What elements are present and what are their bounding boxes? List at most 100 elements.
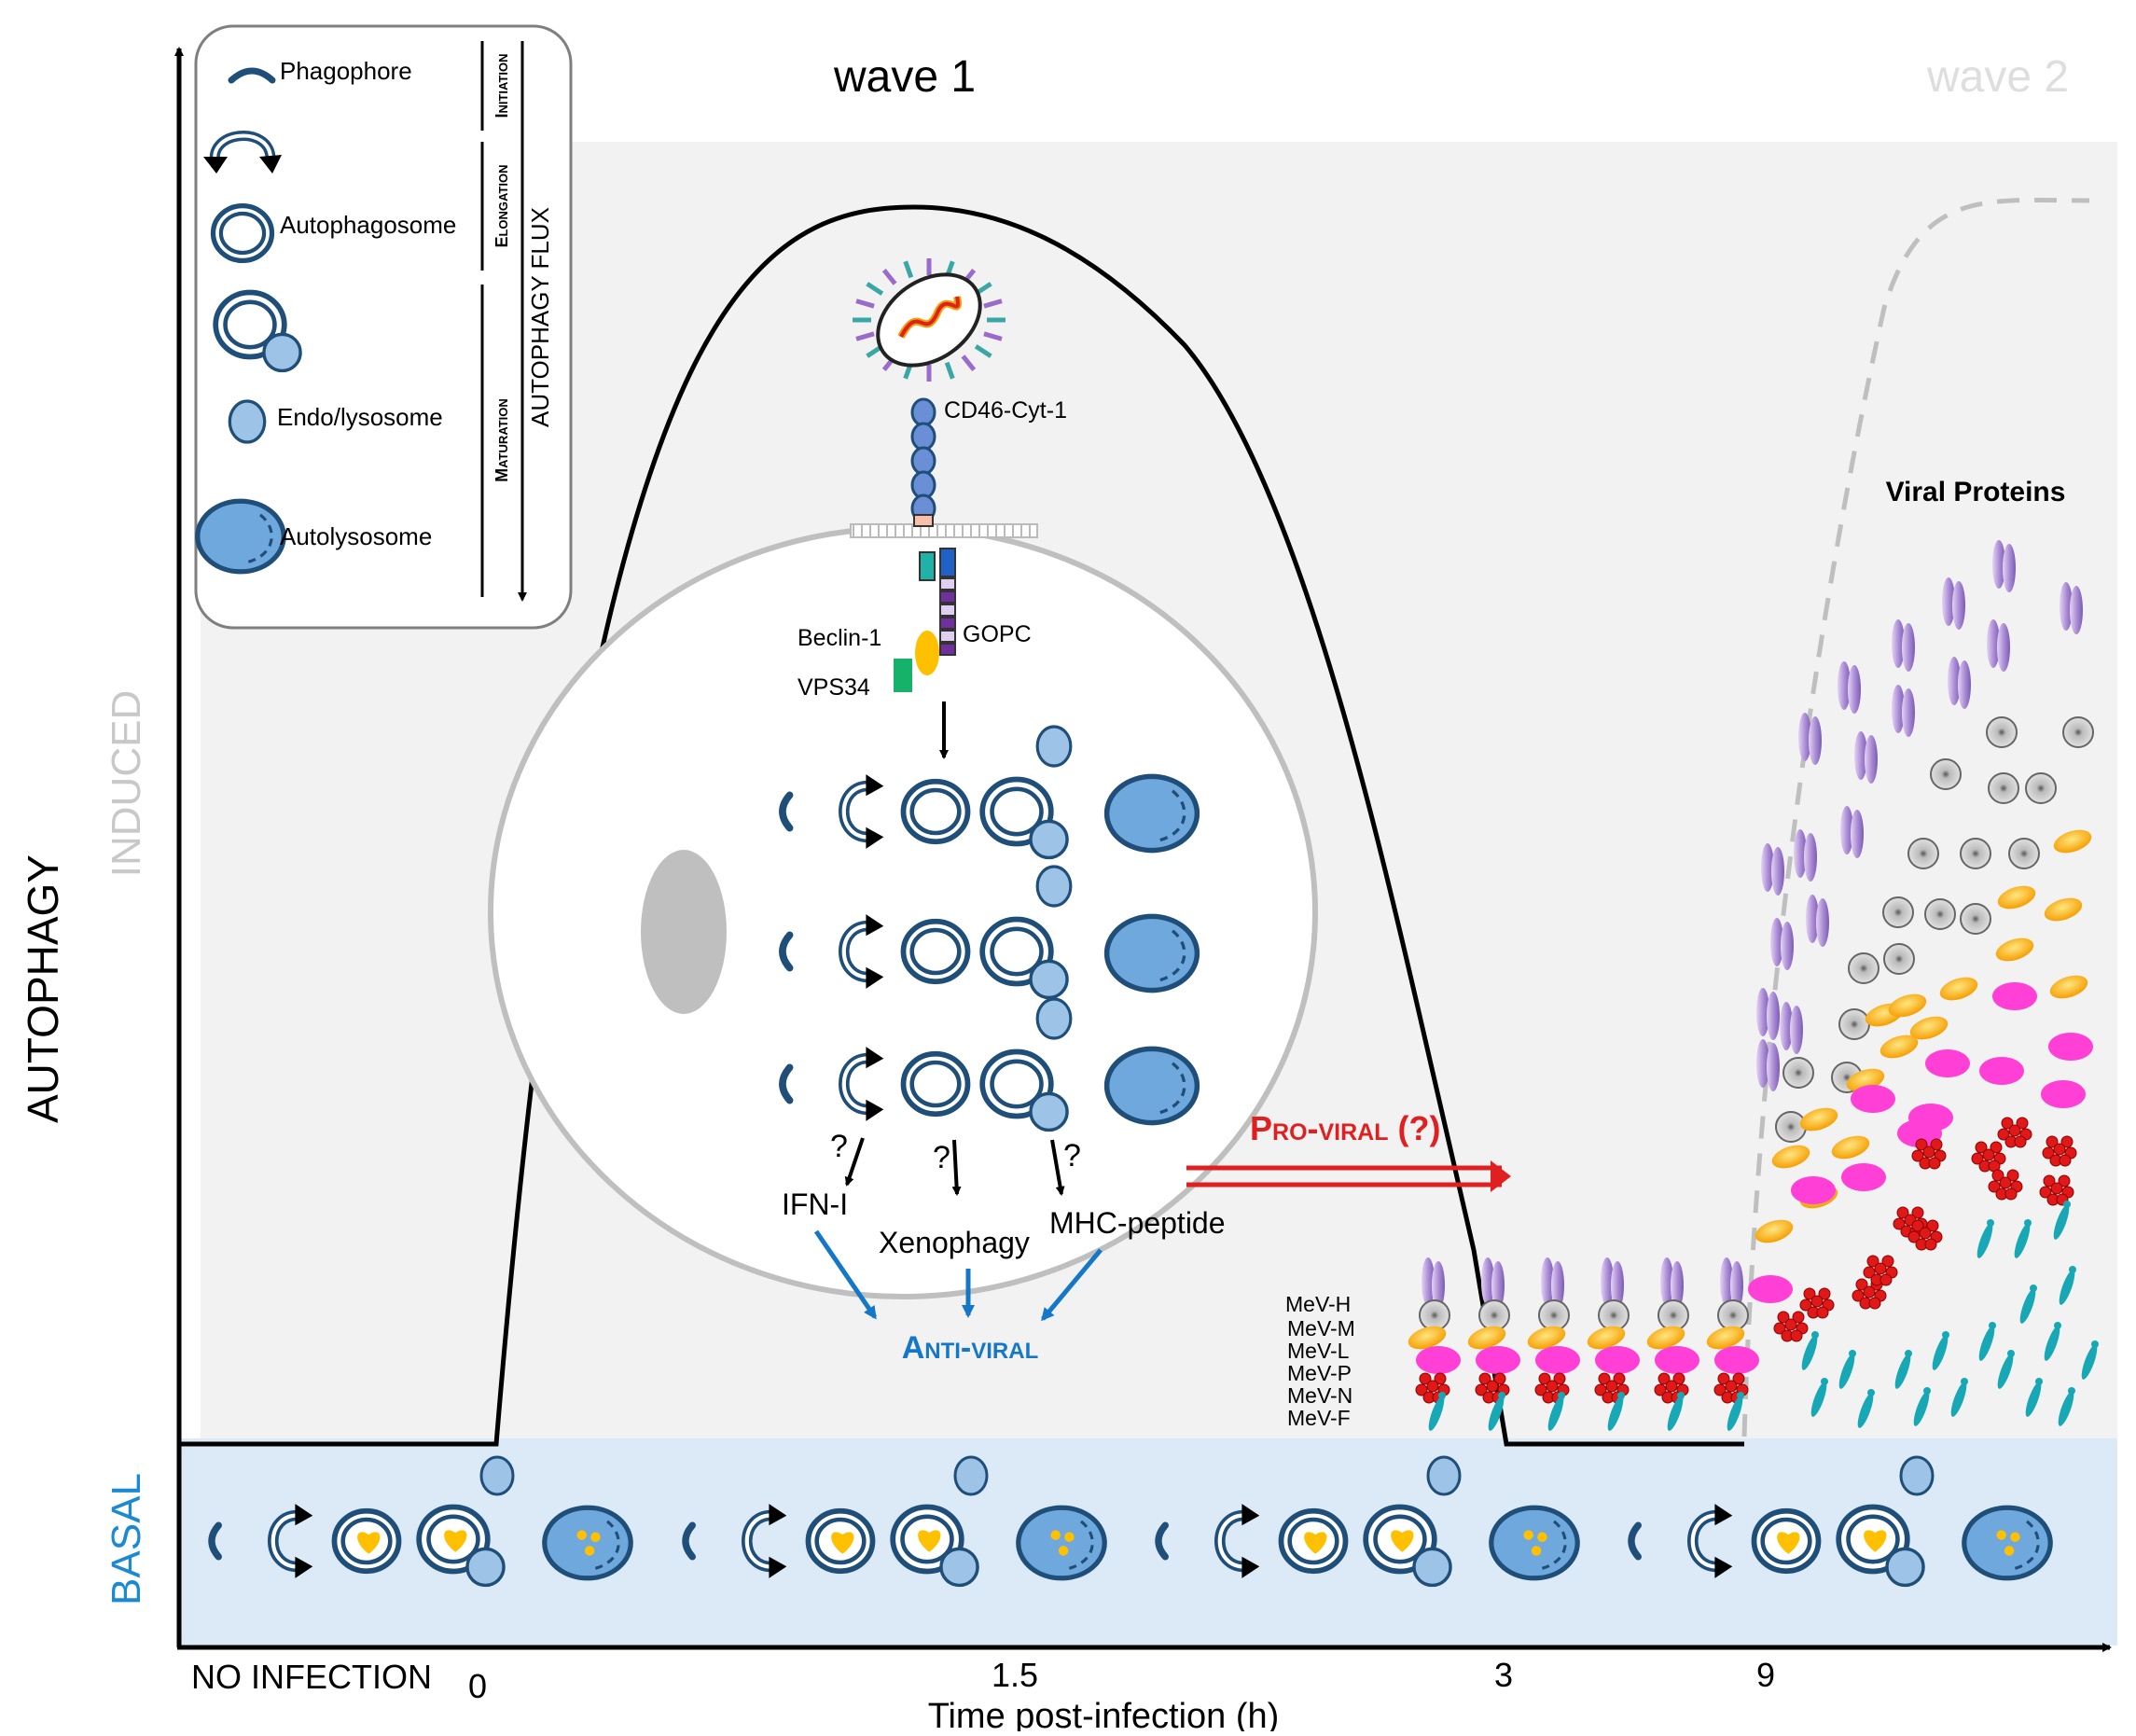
mev-l-protein bbox=[1408, 1326, 1447, 1350]
x-no-infection: NO INFECTION bbox=[191, 1658, 432, 1696]
autolysosome-icon bbox=[1962, 1505, 2053, 1581]
mev-f-protein bbox=[1488, 1392, 1505, 1431]
x-title: Time post-infection (h) bbox=[928, 1697, 1280, 1731]
mev-f-protein bbox=[1913, 1387, 1931, 1426]
autophagosome-icon bbox=[1278, 1507, 1349, 1575]
mev-f-protein bbox=[1547, 1392, 1565, 1431]
mev-p-protein bbox=[1897, 1119, 1942, 1147]
mev-p-protein bbox=[1925, 1049, 1970, 1077]
elongating-membrane-icon bbox=[1214, 1504, 1260, 1578]
legend-box bbox=[194, 24, 573, 630]
viral-proteins-title: Viral Proteins bbox=[1886, 477, 2066, 507]
mev-l-protein bbox=[1587, 1326, 1626, 1350]
x-tick-0: 0 bbox=[468, 1667, 487, 1705]
x-tick-3: 3 bbox=[1494, 1656, 1513, 1694]
beclin-label: Beclin-1 bbox=[798, 625, 881, 651]
viral-protein-column bbox=[1467, 1257, 1520, 1431]
mev-n-protein bbox=[1863, 1255, 1898, 1286]
amphisome-icon bbox=[979, 776, 1069, 860]
wave2-label: wave 2 bbox=[1926, 52, 2069, 102]
mev-h-protein bbox=[1756, 1039, 1780, 1091]
cell-body bbox=[488, 525, 1318, 1299]
legend-elongation-icon bbox=[203, 131, 282, 174]
endolysosome-icon bbox=[953, 1455, 989, 1496]
mev-h-protein bbox=[1798, 713, 1822, 765]
amphisome-icon bbox=[979, 916, 1069, 1000]
mev-l-protein bbox=[1706, 1326, 1745, 1350]
mev-f-protein bbox=[2081, 1340, 2099, 1380]
viral-protein-column bbox=[1706, 1257, 1759, 1431]
mev-n-protein bbox=[1971, 1141, 2006, 1173]
mev-m-protein bbox=[1960, 903, 1991, 935]
viral-protein-labels: MeV-H MeV-M MeV-L MeV-P MeV-N MeV-F bbox=[1285, 1292, 1355, 1430]
amphisome-icon bbox=[416, 1504, 506, 1588]
cd46-label: CD46-Cyt-1 bbox=[944, 397, 1067, 424]
endolysosome-icon bbox=[1035, 865, 1073, 908]
question-3: ? bbox=[1063, 1138, 1081, 1174]
autolysosome-icon bbox=[195, 498, 286, 575]
mev-l-protein bbox=[1879, 1035, 1919, 1059]
legend: Phagophore Autophagosome Endo/lysosome A… bbox=[194, 24, 573, 630]
mev-l-protein bbox=[1467, 1326, 1506, 1350]
gopc-icon bbox=[939, 548, 956, 577]
y-basal-label: BASAL bbox=[104, 1473, 149, 1605]
mev-h-protein bbox=[1761, 843, 1784, 896]
autophagosome-icon bbox=[900, 1050, 971, 1118]
mev-n-protein bbox=[1852, 1278, 1887, 1310]
mhc-arrow bbox=[1050, 1139, 1065, 1196]
mev-h-protein bbox=[1422, 1257, 1445, 1310]
cargo-icon bbox=[918, 1530, 941, 1552]
mev-h-protein bbox=[1854, 731, 1878, 784]
cyt1-tail bbox=[919, 551, 936, 581]
mev-f-protein bbox=[1932, 1331, 1949, 1370]
outcome-ifn: IFN-I bbox=[782, 1187, 848, 1221]
mev-f-protein bbox=[1894, 1350, 1912, 1389]
mev-p-protein bbox=[2048, 1033, 2093, 1061]
elongating-membrane-icon bbox=[839, 774, 884, 849]
viral-protein-rows bbox=[1408, 1257, 1759, 1431]
y-induced-label: INDUCED bbox=[104, 690, 149, 877]
ifn-antiviral-arrow bbox=[813, 1229, 878, 1320]
mev-p-protein bbox=[1416, 1346, 1461, 1374]
label-mev-f: MeV-F bbox=[1287, 1406, 1351, 1430]
mev-l-protein bbox=[1527, 1326, 1566, 1350]
cargo-icon bbox=[831, 1532, 854, 1554]
mev-f-protein bbox=[1810, 1378, 1828, 1417]
beclin-icon bbox=[915, 631, 939, 675]
mev-m-protein bbox=[1924, 898, 1956, 930]
mev-h-protein bbox=[1720, 1257, 1743, 1310]
endolysosome-icon bbox=[479, 1455, 515, 1496]
phagophore-icon bbox=[1155, 1521, 1169, 1561]
mev-h-protein bbox=[1770, 918, 1794, 970]
mev-f-protein bbox=[1667, 1392, 1685, 1431]
mev-m-protein bbox=[1419, 1299, 1450, 1331]
viral-protein-cluster bbox=[1748, 540, 2099, 1428]
phagophore-icon bbox=[1628, 1521, 1642, 1561]
autophagosome-icon bbox=[331, 1507, 402, 1575]
elongating-membrane-icon bbox=[839, 914, 884, 989]
mev-l-protein bbox=[1755, 1219, 1794, 1243]
autophagosome-icon bbox=[900, 778, 971, 845]
proviral-annotation: Pro-viral (?) bbox=[1186, 1109, 1511, 1192]
mev-l-protein bbox=[1997, 885, 2036, 910]
mev-n-protein bbox=[1799, 1287, 1835, 1319]
mev-m-protein bbox=[1882, 896, 1914, 928]
phagophore-icon bbox=[208, 1521, 222, 1561]
mev-p-protein bbox=[1841, 1163, 1886, 1191]
label-mev-m: MeV-M bbox=[1287, 1316, 1355, 1340]
mev-n-protein bbox=[1907, 1219, 1943, 1251]
mev-l-protein bbox=[1995, 937, 2034, 962]
flux-label: AUTOPHAGY FLUX bbox=[526, 207, 554, 427]
mev-f-protein bbox=[1976, 1219, 1994, 1258]
mev-f-protein bbox=[1607, 1392, 1625, 1431]
basal-pathway-group bbox=[1155, 1455, 1580, 1588]
mev-f-protein bbox=[2025, 1378, 2043, 1417]
mev-m-protein bbox=[1988, 772, 2019, 804]
mev-h-protein bbox=[1601, 1257, 1624, 1310]
viral-protein-column bbox=[1587, 1257, 1640, 1431]
mev-p-protein bbox=[1748, 1275, 1793, 1303]
mev-m-protein bbox=[1848, 952, 1879, 984]
mev-l-protein bbox=[2049, 975, 2088, 999]
mev-h-protein bbox=[1892, 685, 1915, 737]
viral-protein-column bbox=[1408, 1257, 1461, 1431]
